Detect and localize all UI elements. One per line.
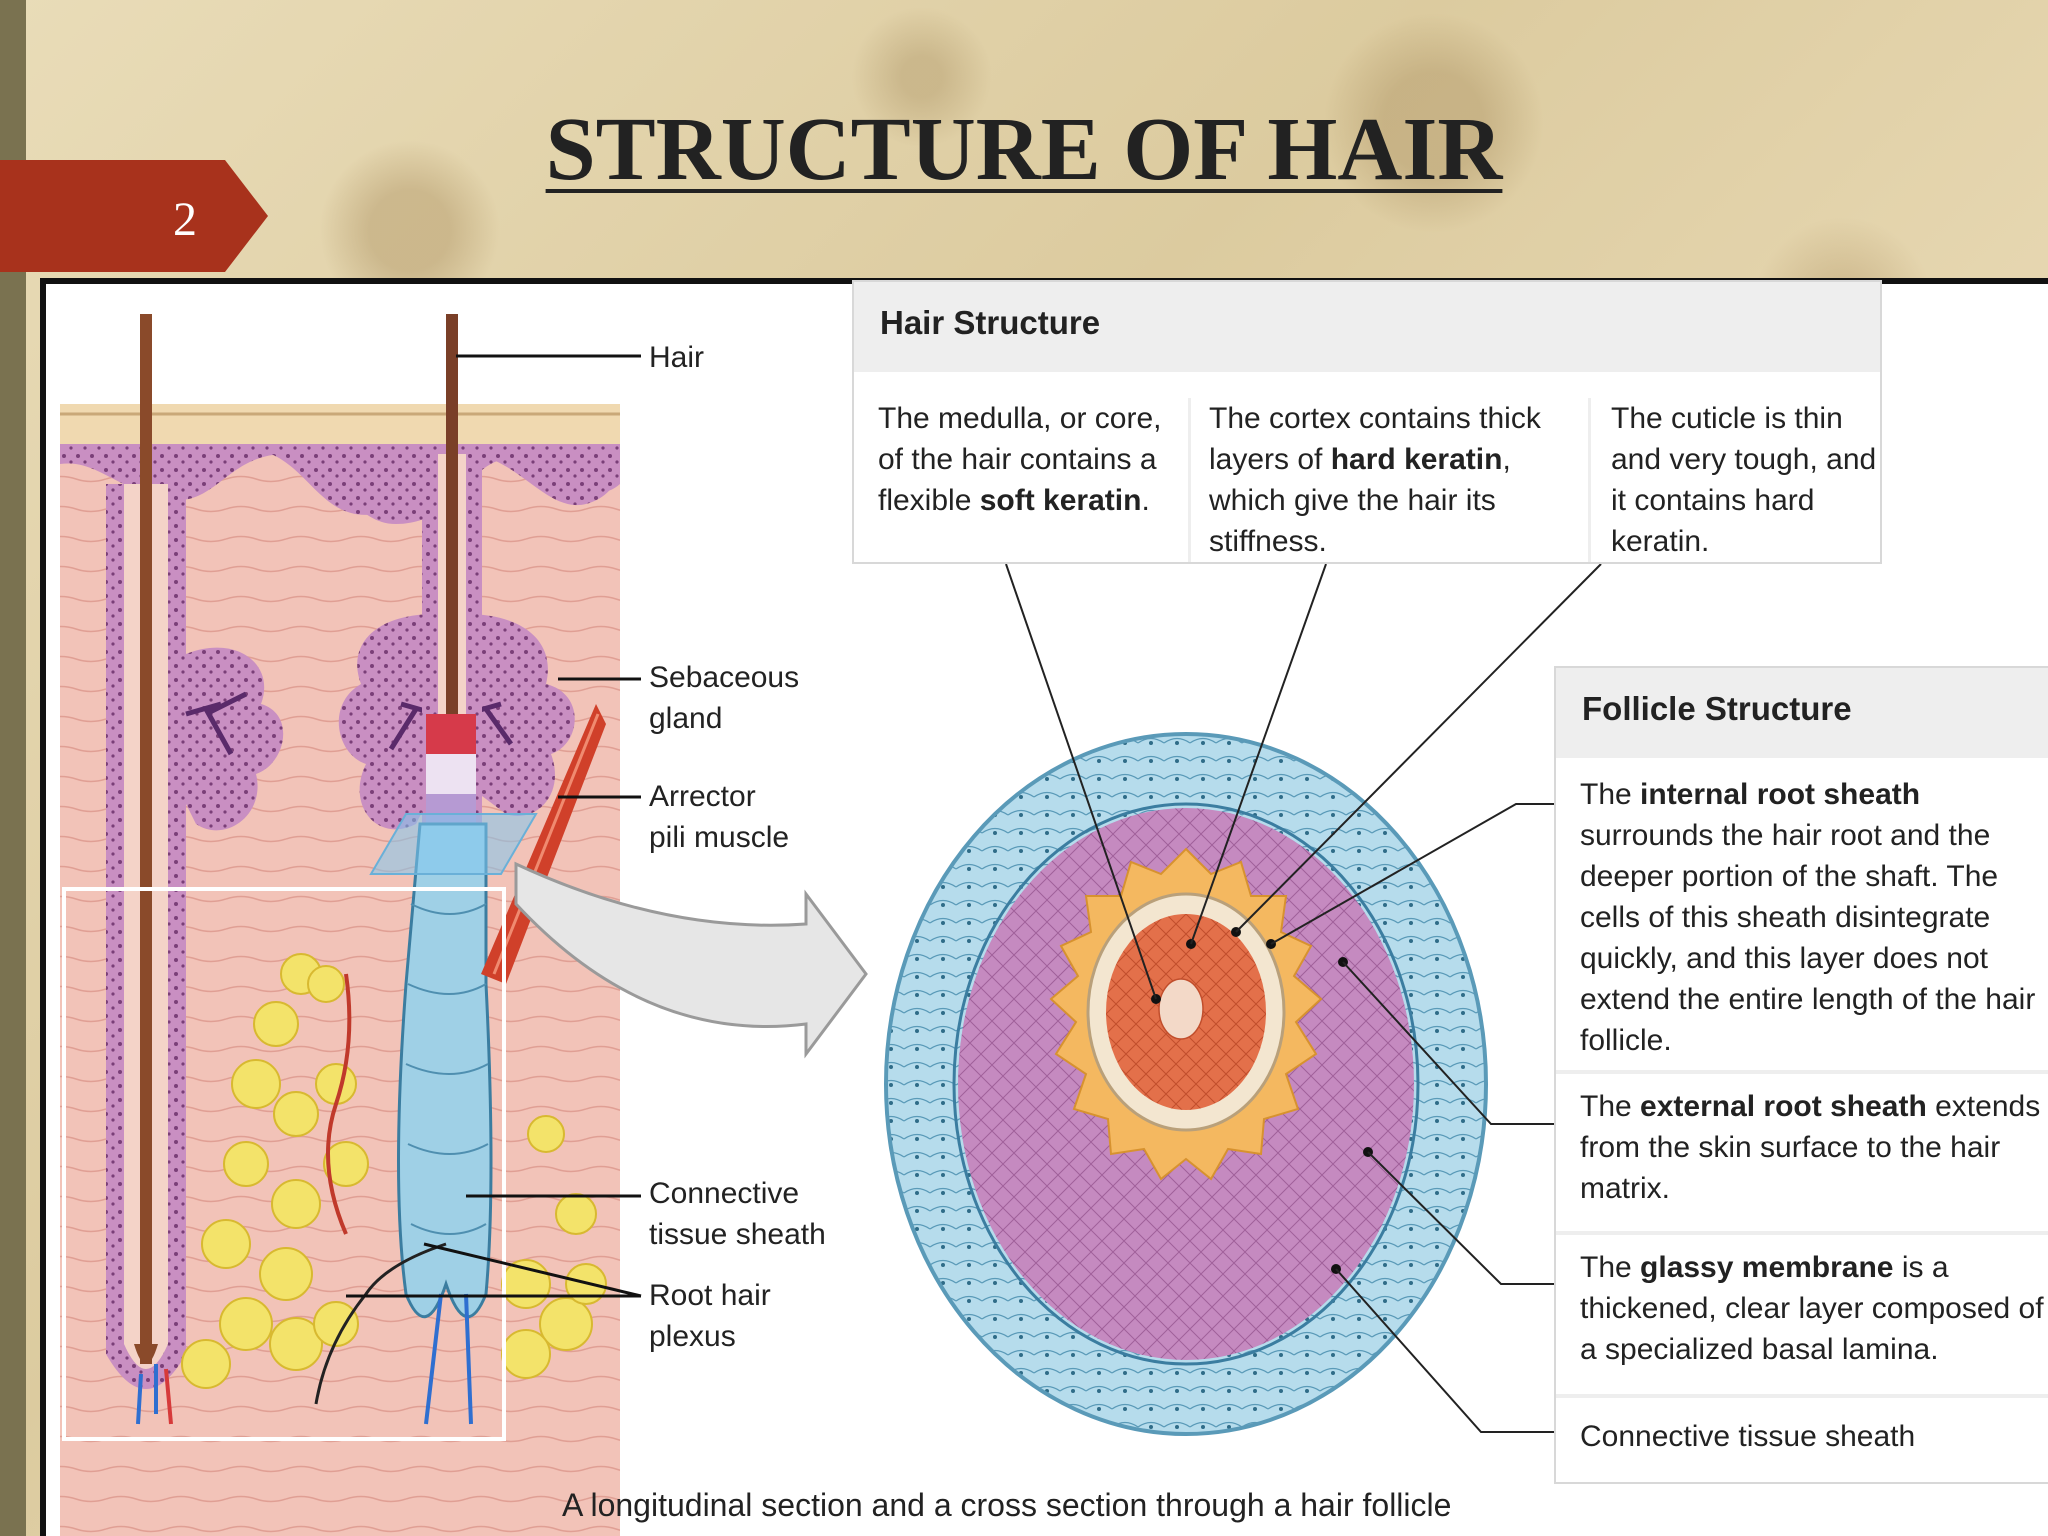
label-sebaceous-2: gland	[649, 702, 722, 735]
slide-title-text: STRUCTURE OF HAIR	[545, 100, 1503, 199]
connective-text: Connective tissue sheath	[1580, 1420, 1916, 1453]
label-arrector-2: pili muscle	[649, 821, 789, 854]
cuticle-text: The cuticle is thin and very tough, and …	[1611, 402, 1877, 558]
label-connective-1: Connective	[649, 1177, 799, 1210]
external-text: The	[1580, 1090, 1641, 1123]
external-bold: external root sheath	[1640, 1090, 1927, 1123]
glassy-membrane-cell: The glassy membrane is a thickened, clea…	[1556, 1231, 2048, 1370]
internal-bold: internal root sheath	[1640, 778, 1921, 811]
cortex-cell: The cortex contains thick layers of hard…	[1188, 398, 1568, 562]
internal-end: surrounds the hair root and the deeper p…	[1580, 819, 2036, 1057]
cortex-end: , which give the hair its stiffness.	[1209, 443, 1511, 558]
label-hair: Hair	[649, 341, 704, 374]
slide-title: STRUCTURE OF HAIR	[0, 98, 2048, 201]
cortex-text: The cortex contains thick layers of	[1209, 402, 1541, 476]
label-root-hair-plexus-2: plexus	[649, 1320, 736, 1353]
label-root-hair-plexus-1: Root hair	[649, 1279, 771, 1312]
medulla-end: .	[1141, 484, 1150, 517]
external-end: extends from the skin surface to the hai…	[1580, 1090, 2041, 1205]
internal-text: The	[1580, 778, 1641, 811]
cuticle-cell: The cuticle is thin and very tough, and …	[1588, 398, 1878, 562]
figure: Hair Sebaceous gland Arrector pili muscl…	[40, 278, 2048, 1536]
cross-section	[884, 732, 1488, 1436]
label-connective-2: tissue sheath	[649, 1218, 826, 1251]
external-root-sheath-cell: The external root sheath extends from th…	[1556, 1070, 2048, 1209]
hair-follicle-illustration: Hair Sebaceous gland Arrector pili muscl…	[60, 314, 1602, 1536]
label-arrector-1: Arrector	[649, 780, 756, 813]
medulla-bold: soft keratin	[979, 484, 1142, 517]
slide-number: 2	[173, 193, 197, 246]
label-sebaceous-1: Sebaceous	[649, 661, 799, 694]
follicle-structure-heading: Follicle Structure	[1556, 668, 2048, 758]
glassy-text: The	[1580, 1251, 1641, 1284]
cortex-bold: hard keratin	[1330, 443, 1503, 476]
connective-tissue-sheath-cell: Connective tissue sheath	[1556, 1394, 2048, 1457]
follicle-structure-box: Follicle Structure The internal root she…	[1554, 666, 2048, 1484]
glassy-end: is a thickened, clear layer composed of …	[1580, 1251, 2044, 1366]
hair-structure-heading: Hair Structure	[854, 282, 1880, 372]
figure-caption: A longitudinal section and a cross secti…	[562, 1487, 1451, 1523]
medulla-cell: The medulla, or core, of the hair contai…	[878, 398, 1178, 521]
glassy-bold: glassy membrane	[1640, 1251, 1894, 1284]
longitudinal-section	[60, 314, 868, 1536]
slide-number-badge	[0, 160, 268, 272]
hair-structure-box: Hair Structure The medulla, or core, of …	[852, 280, 1882, 564]
medulla-text: The medulla, or core, of the hair contai…	[878, 402, 1162, 517]
internal-root-sheath-cell: The internal root sheath surrounds the h…	[1580, 774, 2048, 1061]
